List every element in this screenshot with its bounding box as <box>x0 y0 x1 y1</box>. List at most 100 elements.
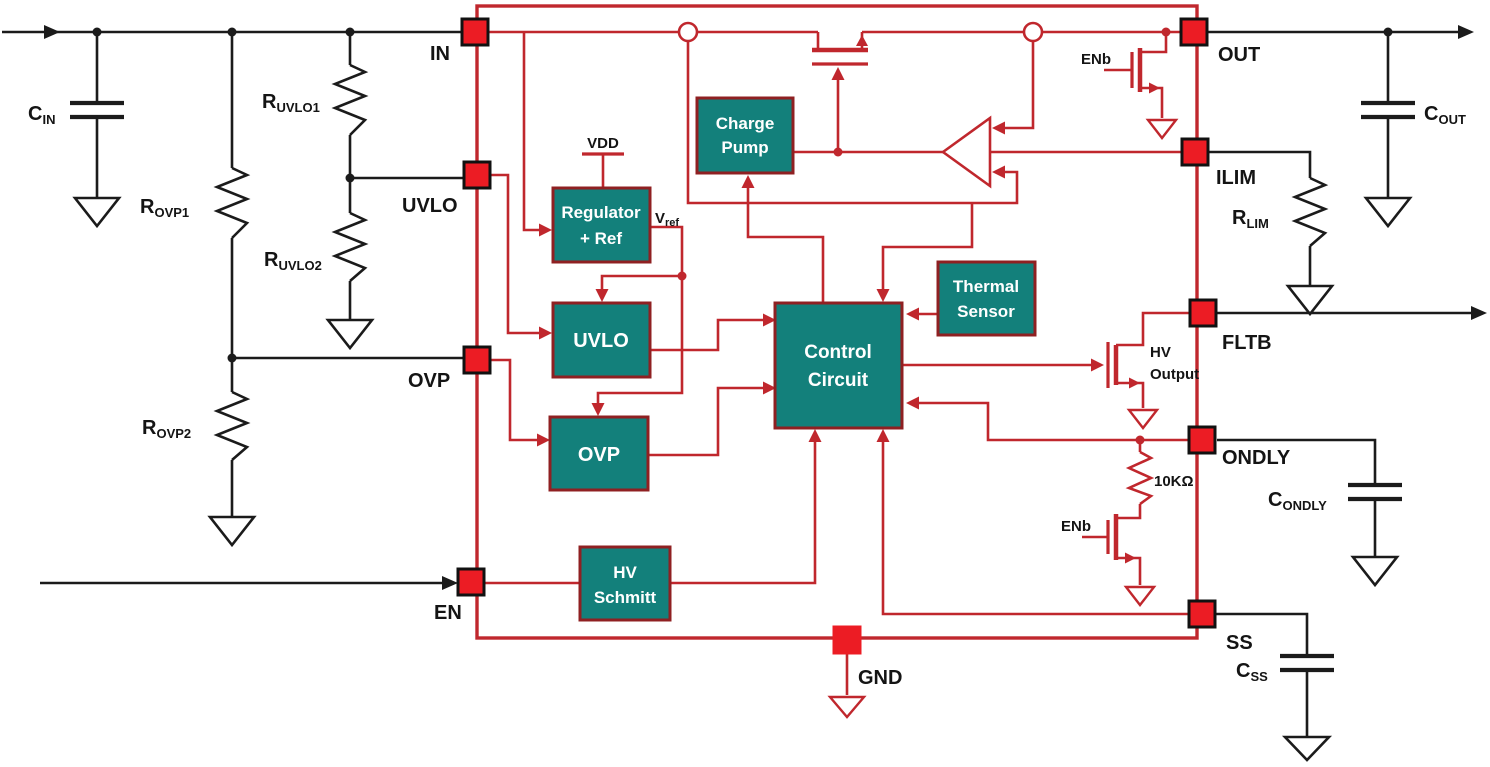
r10k-resistor-icon <box>1125 450 1155 506</box>
in-sense-wire <box>686 41 1019 205</box>
pass-fet-gate-arrow-icon <box>831 67 845 80</box>
arrow-icon <box>1129 377 1140 389</box>
arrow-icon <box>537 433 550 447</box>
ic-internal-wiring: VDD Vref <box>484 21 1199 719</box>
arrow-icon <box>539 223 552 237</box>
arrow-icon <box>763 313 776 327</box>
arrow-icon <box>906 307 919 321</box>
sense-terminal-in-icon <box>677 21 699 43</box>
arrow-icon <box>539 326 552 340</box>
pin-in-label: IN <box>430 43 450 65</box>
arrow-icon <box>741 175 755 188</box>
hv-schmitt-box <box>578 545 672 622</box>
control-label-1: Control <box>804 342 872 363</box>
arrow-icon <box>1149 82 1160 94</box>
pin-ovp-label: OVP <box>408 370 450 392</box>
enb-top-source-wire <box>1140 86 1164 118</box>
en-arrow-icon <box>442 576 458 590</box>
ovp-box <box>548 415 650 492</box>
regulator-label-2: + Ref <box>580 229 622 248</box>
arrow-icon <box>1091 358 1104 372</box>
cout-ground-icon <box>1363 196 1413 229</box>
junction-dot <box>833 147 843 157</box>
thermal-label-2: Sensor <box>957 302 1015 321</box>
charge-pump-label-1: Charge <box>716 114 775 133</box>
junction-dot <box>92 27 102 37</box>
vref-label: Vref <box>655 210 679 229</box>
hv-fet-ground-icon <box>1126 408 1160 430</box>
arrow-icon <box>808 429 822 442</box>
block-regulator: Regulator + Ref <box>551 186 652 264</box>
enb-fet-bottom: ENb <box>1061 514 1157 607</box>
control-label-2: Circuit <box>808 370 869 391</box>
r10k-label: 10KΩ <box>1154 473 1194 490</box>
ic-pins: IN UVLO OVP EN OUT ILIM FLTB ONDLY SS GN… <box>402 17 1291 689</box>
vref-wire <box>596 225 684 403</box>
arrow-icon <box>595 289 609 302</box>
arrow-icon <box>992 121 1005 135</box>
enb-top-ground-icon <box>1145 118 1179 140</box>
pin-out-label: OUT <box>1218 44 1260 66</box>
regulator-box <box>551 186 652 264</box>
rovp1-resistor-icon <box>213 166 251 239</box>
ruvlo2-resistor-icon <box>331 211 369 282</box>
rovp2-resistor-icon <box>213 390 251 461</box>
hv-fet-drain-wire <box>1116 311 1190 347</box>
uvlo-pin-wire <box>490 173 540 335</box>
pin-ilim <box>1180 137 1210 167</box>
charge-pump-drive-wire <box>746 188 825 303</box>
pin-in <box>460 17 490 47</box>
rovp2-ground-icon <box>207 515 257 548</box>
pin-ondly <box>1187 425 1217 455</box>
ovp-out-wire <box>648 386 764 457</box>
pin-uvlo <box>462 160 492 190</box>
hv-output-label-1: HV <box>1150 344 1171 361</box>
pin-gnd <box>832 625 862 655</box>
vdd-label: VDD <box>587 135 619 152</box>
css-capacitor-icon <box>1280 653 1334 673</box>
ss-wire <box>881 442 1189 616</box>
hv-fet-source-wire <box>1116 381 1145 408</box>
enb-bottom-source-wire <box>1116 556 1142 585</box>
schmitt-out-wire <box>670 442 817 585</box>
enb-top-drain-wire <box>1140 32 1168 54</box>
enb-top-label: ENb <box>1081 51 1111 68</box>
pin-en <box>456 567 486 597</box>
block-hv-schmitt: HV Schmitt <box>578 545 672 622</box>
charge-pump-box <box>695 96 795 175</box>
pin-fltb <box>1188 298 1218 328</box>
ovp-block-label: OVP <box>578 444 620 466</box>
cout-label: COUT <box>1424 103 1466 127</box>
ondly-wire <box>918 401 1189 442</box>
fltb-arrow-icon <box>1471 306 1487 320</box>
arrow-icon <box>763 381 776 395</box>
condly-capacitor-icon <box>1348 482 1402 502</box>
pin-out <box>1179 17 1209 47</box>
ruvlo2-label: RUVLO2 <box>264 249 322 273</box>
ovp-pin-wire <box>490 358 538 442</box>
pass-fet-source-arrow-icon <box>856 35 868 46</box>
pin-ilim-label: ILIM <box>1216 167 1256 189</box>
block-uvlo: UVLO <box>551 301 652 379</box>
arrow-icon <box>876 289 890 302</box>
pin-gnd-label: GND <box>858 667 902 689</box>
cout-capacitor-icon <box>1361 100 1415 120</box>
junction-dot <box>345 173 355 183</box>
block-charge-pump: Charge Pump <box>695 96 795 175</box>
ic-blocks: Regulator + Ref Charge Pump UVLO OVP Con… <box>548 96 1037 622</box>
vdd-supply: VDD <box>582 135 624 188</box>
junction-dot <box>227 353 237 363</box>
hv-output-label-2: Output <box>1150 366 1199 383</box>
pass-fet <box>812 32 868 152</box>
enb-bottom-ground-icon <box>1123 585 1157 607</box>
css-wire <box>1216 612 1309 737</box>
enb-fet-top: ENb <box>1081 27 1179 140</box>
uvlo-out-wire <box>650 318 764 352</box>
rovp1-label: ROVP1 <box>140 196 189 220</box>
regulator-feed-wire <box>522 32 540 232</box>
rovp2-label: ROVP2 <box>142 417 191 441</box>
rlim-resistor-icon <box>1291 176 1329 247</box>
external-input-network: CIN ROVP1 ROVP2 RUVLO1 RUVLO2 <box>2 25 464 590</box>
gnd-ground-icon <box>827 695 867 719</box>
